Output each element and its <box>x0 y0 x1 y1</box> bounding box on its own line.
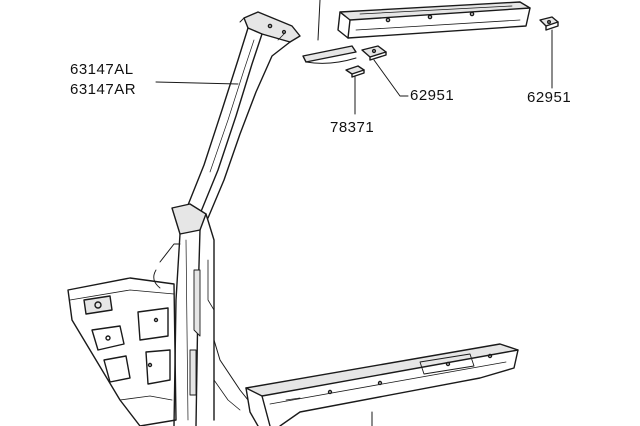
hinge-pillar-part <box>153 203 249 426</box>
clip-part <box>345 65 365 78</box>
callout-bracket-center: 62951 <box>410 87 455 104</box>
callout-clip: 78371 <box>330 119 375 136</box>
callout-pillar-right: 63147AR <box>70 81 137 98</box>
callout-pillar-left: 63147AL <box>70 61 134 78</box>
bracket-right-part <box>539 16 559 31</box>
roof-rail-part <box>317 0 531 41</box>
bracket-center-part <box>361 45 387 61</box>
callout-bracket-right: 62951 <box>527 89 572 106</box>
rocker-panel-part <box>245 343 519 426</box>
drip-strip-part <box>302 45 357 64</box>
cowl-side-panel-part <box>67 277 177 426</box>
pillar-callout-group: 63147AL 63147AR <box>70 60 136 100</box>
front-pillar-part <box>185 11 301 219</box>
leader-lines <box>155 29 553 115</box>
